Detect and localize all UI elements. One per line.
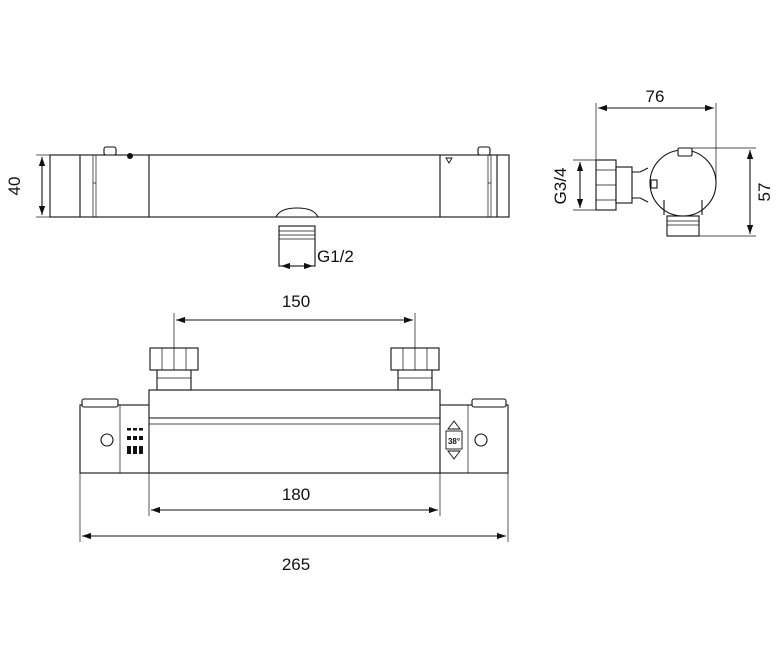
front-view: 38° 150 180 xyxy=(79,292,509,574)
dim-label-inlet-spacing: 150 xyxy=(282,292,310,311)
dim-label-outlet: G1/2 xyxy=(317,247,354,266)
top-view: 40 G1/2 xyxy=(5,146,510,270)
dim-label-inlet: G3/4 xyxy=(551,168,570,205)
dim-label-side-height: 57 xyxy=(755,183,774,202)
outlet-nipple xyxy=(278,225,316,267)
flow-scale-icon xyxy=(127,428,143,454)
dim-label-body-length: 180 xyxy=(282,485,310,504)
outlet-cap xyxy=(275,207,319,218)
dim-label-overall-length: 265 xyxy=(282,555,310,574)
dim-label-side-width: 76 xyxy=(646,87,665,106)
side-body xyxy=(649,149,717,217)
dim-label-height: 40 xyxy=(5,177,24,196)
front-center-body xyxy=(148,389,441,474)
temperature-indicator-icon: 38° xyxy=(445,420,463,460)
temperature-mark: 38° xyxy=(448,437,460,446)
side-outlet xyxy=(666,215,700,237)
mount-hole-right xyxy=(474,433,488,447)
side-view: 76 57 G3/4 xyxy=(551,87,774,237)
mount-hole-left xyxy=(100,433,114,447)
inlet-left xyxy=(149,347,199,391)
inlet-right xyxy=(390,347,440,391)
